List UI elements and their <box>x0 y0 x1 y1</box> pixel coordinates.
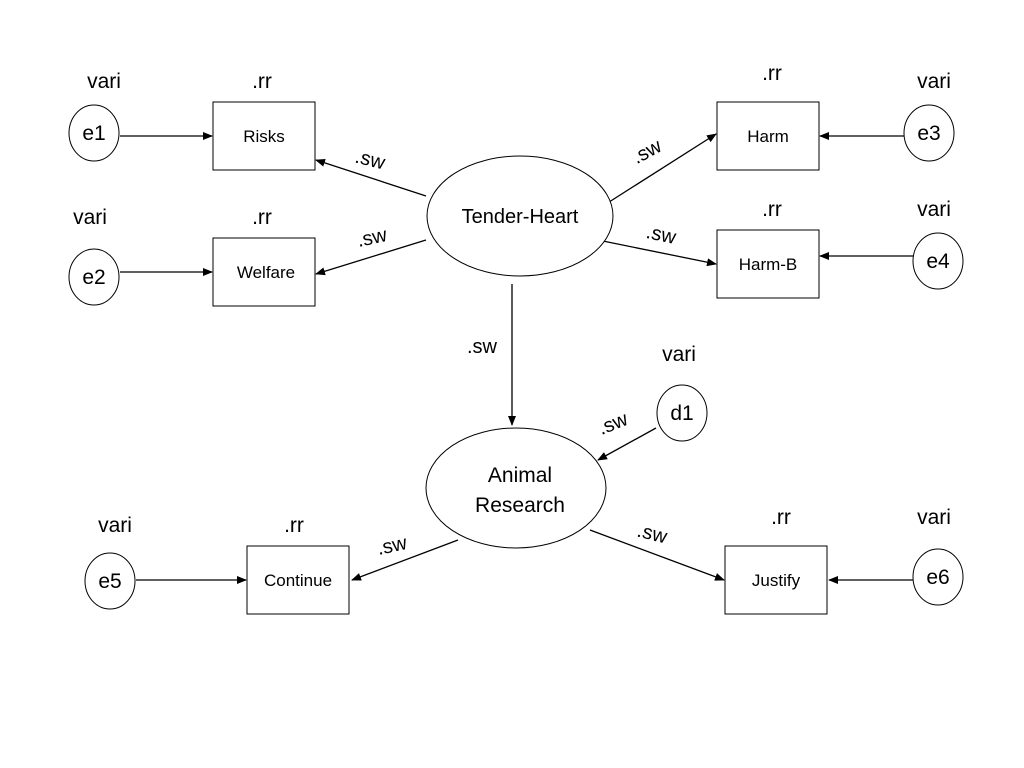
path-label-th-welfare: .sw <box>355 224 389 252</box>
path-label-th-harm-b: .sw <box>644 221 678 249</box>
variance-label-e6: vari <box>917 506 951 529</box>
latent-tender-heart: Tender-Heart <box>426 155 614 277</box>
e5-label: e5 <box>98 570 121 593</box>
path-label-d1-ar: .sw <box>595 408 632 440</box>
e4-label: e4 <box>926 250 950 273</box>
tender-heart-label: Tender-Heart <box>462 206 579 228</box>
variance-label-e5: vari <box>98 514 132 537</box>
reliability-label-harm-b: .rr <box>762 198 782 221</box>
arrow-ar-continue <box>351 539 459 581</box>
e1-label: e1 <box>82 122 105 145</box>
justify-label: Justify <box>752 571 801 590</box>
arrow-th-harm-b <box>597 239 717 267</box>
disturbance-d1: d1 <box>656 384 708 442</box>
reliability-label-welfare: .rr <box>252 206 272 229</box>
indicator-welfare: Welfare <box>212 237 316 307</box>
d1-label: d1 <box>670 402 693 425</box>
error-e4: e4 <box>912 232 964 290</box>
e3-label: e3 <box>917 122 940 145</box>
path-label-ar-continue: .sw <box>375 532 409 560</box>
variance-label-e4: vari <box>917 198 951 221</box>
e2-label: e2 <box>82 266 105 289</box>
error-e1: e1 <box>68 104 120 162</box>
indicator-continue: Continue <box>246 545 350 615</box>
path-label-ar-justify: .sw <box>635 520 670 549</box>
latent-animal-research: Animal Research <box>425 427 607 549</box>
indicator-harm: Harm <box>716 101 820 171</box>
error-e3: e3 <box>903 104 955 162</box>
error-e2: e2 <box>68 248 120 306</box>
variance-label-e1: vari <box>87 70 121 93</box>
arrow-th-welfare <box>315 239 427 276</box>
indicator-justify: Justify <box>724 545 828 615</box>
error-e6: e6 <box>912 548 964 606</box>
indicator-risks: Risks <box>212 101 316 171</box>
animal-research-label-line1: Animal <box>488 464 552 487</box>
welfare-label: Welfare <box>237 263 295 282</box>
reliability-label-continue: .rr <box>284 514 304 537</box>
risks-label: Risks <box>243 127 285 146</box>
e6-label: e6 <box>926 566 949 589</box>
path-arrows <box>120 132 913 584</box>
arrow-th-harm <box>605 133 717 205</box>
reliability-label-justify: .rr <box>771 506 791 529</box>
variance-label-d1: vari <box>662 343 696 366</box>
indicator-harm-b: Harm-B <box>716 229 820 299</box>
harm-b-label: Harm-B <box>739 255 798 274</box>
arrow-ar-justify <box>589 529 725 581</box>
continue-label: Continue <box>264 571 332 590</box>
reliability-label-harm: .rr <box>762 62 782 85</box>
error-e5: e5 <box>84 552 136 610</box>
path-label-th-harm: .sw <box>629 135 666 169</box>
variance-label-e2: vari <box>73 206 107 229</box>
harm-label: Harm <box>747 127 789 146</box>
arrow-th-risks <box>315 158 427 197</box>
animal-research-label-line2: Research <box>475 494 565 517</box>
reliability-label-risks: .rr <box>252 70 272 93</box>
arrow-d1-ar <box>597 427 657 461</box>
path-label-th-ar: .sw <box>467 336 498 358</box>
path-label-th-risks: .sw <box>353 146 388 175</box>
variance-label-e3: vari <box>917 70 951 93</box>
